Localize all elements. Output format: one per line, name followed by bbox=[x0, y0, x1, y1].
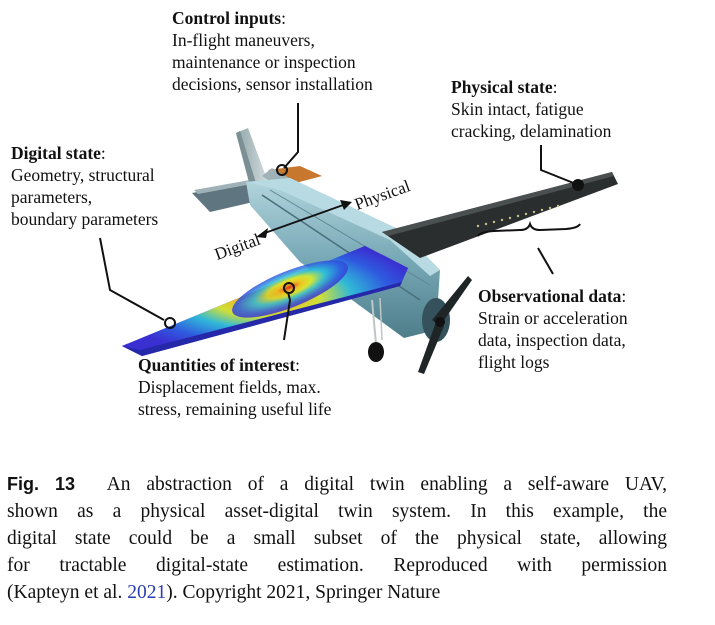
caption-line: digital state could be a small subset of… bbox=[7, 528, 667, 549]
control-inputs-line: decisions, sensor installation bbox=[172, 74, 373, 94]
leader-observational-data bbox=[477, 220, 581, 275]
physical-state-line: Skin intact, fatigue bbox=[451, 99, 584, 119]
leader-digital-state bbox=[99, 237, 176, 329]
physical-state-annotation: Physical state: Skin intact, fatigue cra… bbox=[451, 77, 612, 141]
physical-state-line: cracking, delamination bbox=[451, 121, 612, 141]
leader-physical-state bbox=[540, 145, 584, 191]
observational-data-line: data, inspection data, bbox=[478, 330, 626, 350]
digital-state-line: boundary parameters bbox=[11, 209, 159, 229]
observational-data-title: Observational data bbox=[478, 286, 622, 306]
quantities-of-interest-line: stress, remaining useful life bbox=[138, 399, 332, 419]
right-wing bbox=[382, 172, 618, 258]
uav-digital-twin-illustration bbox=[99, 103, 618, 374]
control-inputs-line: maintenance or inspection bbox=[172, 52, 356, 72]
figure-number: Fig. 13 bbox=[7, 474, 75, 494]
physical-state-title: Physical state bbox=[451, 77, 553, 97]
vertical-tail bbox=[236, 128, 268, 186]
digital-state-line: parameters, bbox=[11, 187, 93, 207]
caption-line: shown as a physical asset-digital twin s… bbox=[7, 501, 667, 522]
left-wing-stress-field bbox=[122, 246, 408, 356]
landing-gear bbox=[368, 297, 384, 362]
quantities-of-interest-line: Displacement fields, max. bbox=[138, 377, 321, 397]
sensor-dots bbox=[476, 204, 560, 228]
observational-data-annotation: Observational data: Strain or accelerati… bbox=[478, 286, 628, 372]
observational-data-line: Strain or acceleration bbox=[478, 308, 628, 328]
citation-link[interactable]: 2021 bbox=[127, 582, 167, 603]
caption-line: for tractable digital-state estimation. … bbox=[7, 555, 667, 576]
digital-state-annotation: Digital state: Geometry, structural para… bbox=[11, 143, 159, 229]
figure-caption: Fig. 13 An abstraction of a digital twin… bbox=[7, 471, 667, 606]
horizontal-stabilizer bbox=[192, 180, 262, 212]
control-inputs-line: In-flight maneuvers, bbox=[172, 30, 315, 50]
leader-quantities-of-interest bbox=[283, 282, 295, 341]
leader-control-inputs bbox=[276, 103, 299, 176]
quantities-of-interest-title: Quantities of interest bbox=[138, 355, 296, 375]
caption-line: (Kapteyn et al. bbox=[7, 582, 128, 603]
nose-propeller bbox=[418, 276, 472, 374]
caption-line: ). Copyright 2021, Springer Nature bbox=[166, 582, 441, 603]
digital-state-line: Geometry, structural bbox=[11, 165, 155, 185]
control-inputs-title: Control inputs bbox=[172, 8, 282, 28]
caption-line: An abstraction of a digital twin enablin… bbox=[106, 474, 668, 495]
quantities-of-interest-annotation: Quantities of interest: Displacement fie… bbox=[138, 355, 332, 419]
digital-state-title: Digital state bbox=[11, 143, 101, 163]
digital-physical-arrow bbox=[256, 200, 352, 238]
observational-data-line: flight logs bbox=[478, 352, 550, 372]
control-inputs-annotation: Control inputs: In-flight maneuvers, mai… bbox=[172, 8, 373, 94]
